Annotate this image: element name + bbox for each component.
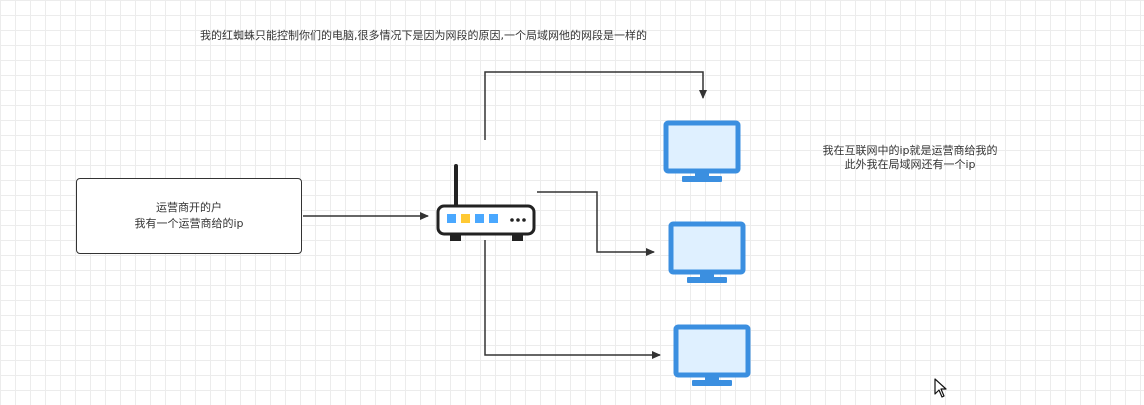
monitor-icon — [673, 324, 751, 386]
router-to-monitor-3-arrow — [484, 240, 661, 359]
router-to-monitor-2-arrow — [537, 191, 655, 256]
top-annotation: 我的红蜘蛛只能控制你们的电脑,很多情况下是因为网段的原因,一个局域网他的网段是一… — [200, 29, 647, 42]
right-annotation-line-2: 此外我在局域网还有一个ip — [844, 158, 976, 171]
monitor-icon — [668, 221, 746, 283]
mouse-cursor-icon — [934, 378, 947, 398]
monitor-icon — [663, 120, 741, 182]
isp-box-line-1: 运营商开的户 — [156, 201, 222, 214]
right-annotation: 我在互联网中的ip就是运营商给我的 此外我在局域网还有一个ip — [790, 144, 1030, 172]
router-to-monitor-1-arrow — [484, 71, 707, 140]
router-icon — [436, 164, 536, 241]
isp-account-box: 运营商开的户 我有一个运营商给的ip — [76, 178, 302, 254]
isp-box-line-2: 我有一个运营商给的ip — [134, 217, 244, 230]
right-annotation-line-1: 我在互联网中的ip就是运营商给我的 — [822, 144, 998, 157]
